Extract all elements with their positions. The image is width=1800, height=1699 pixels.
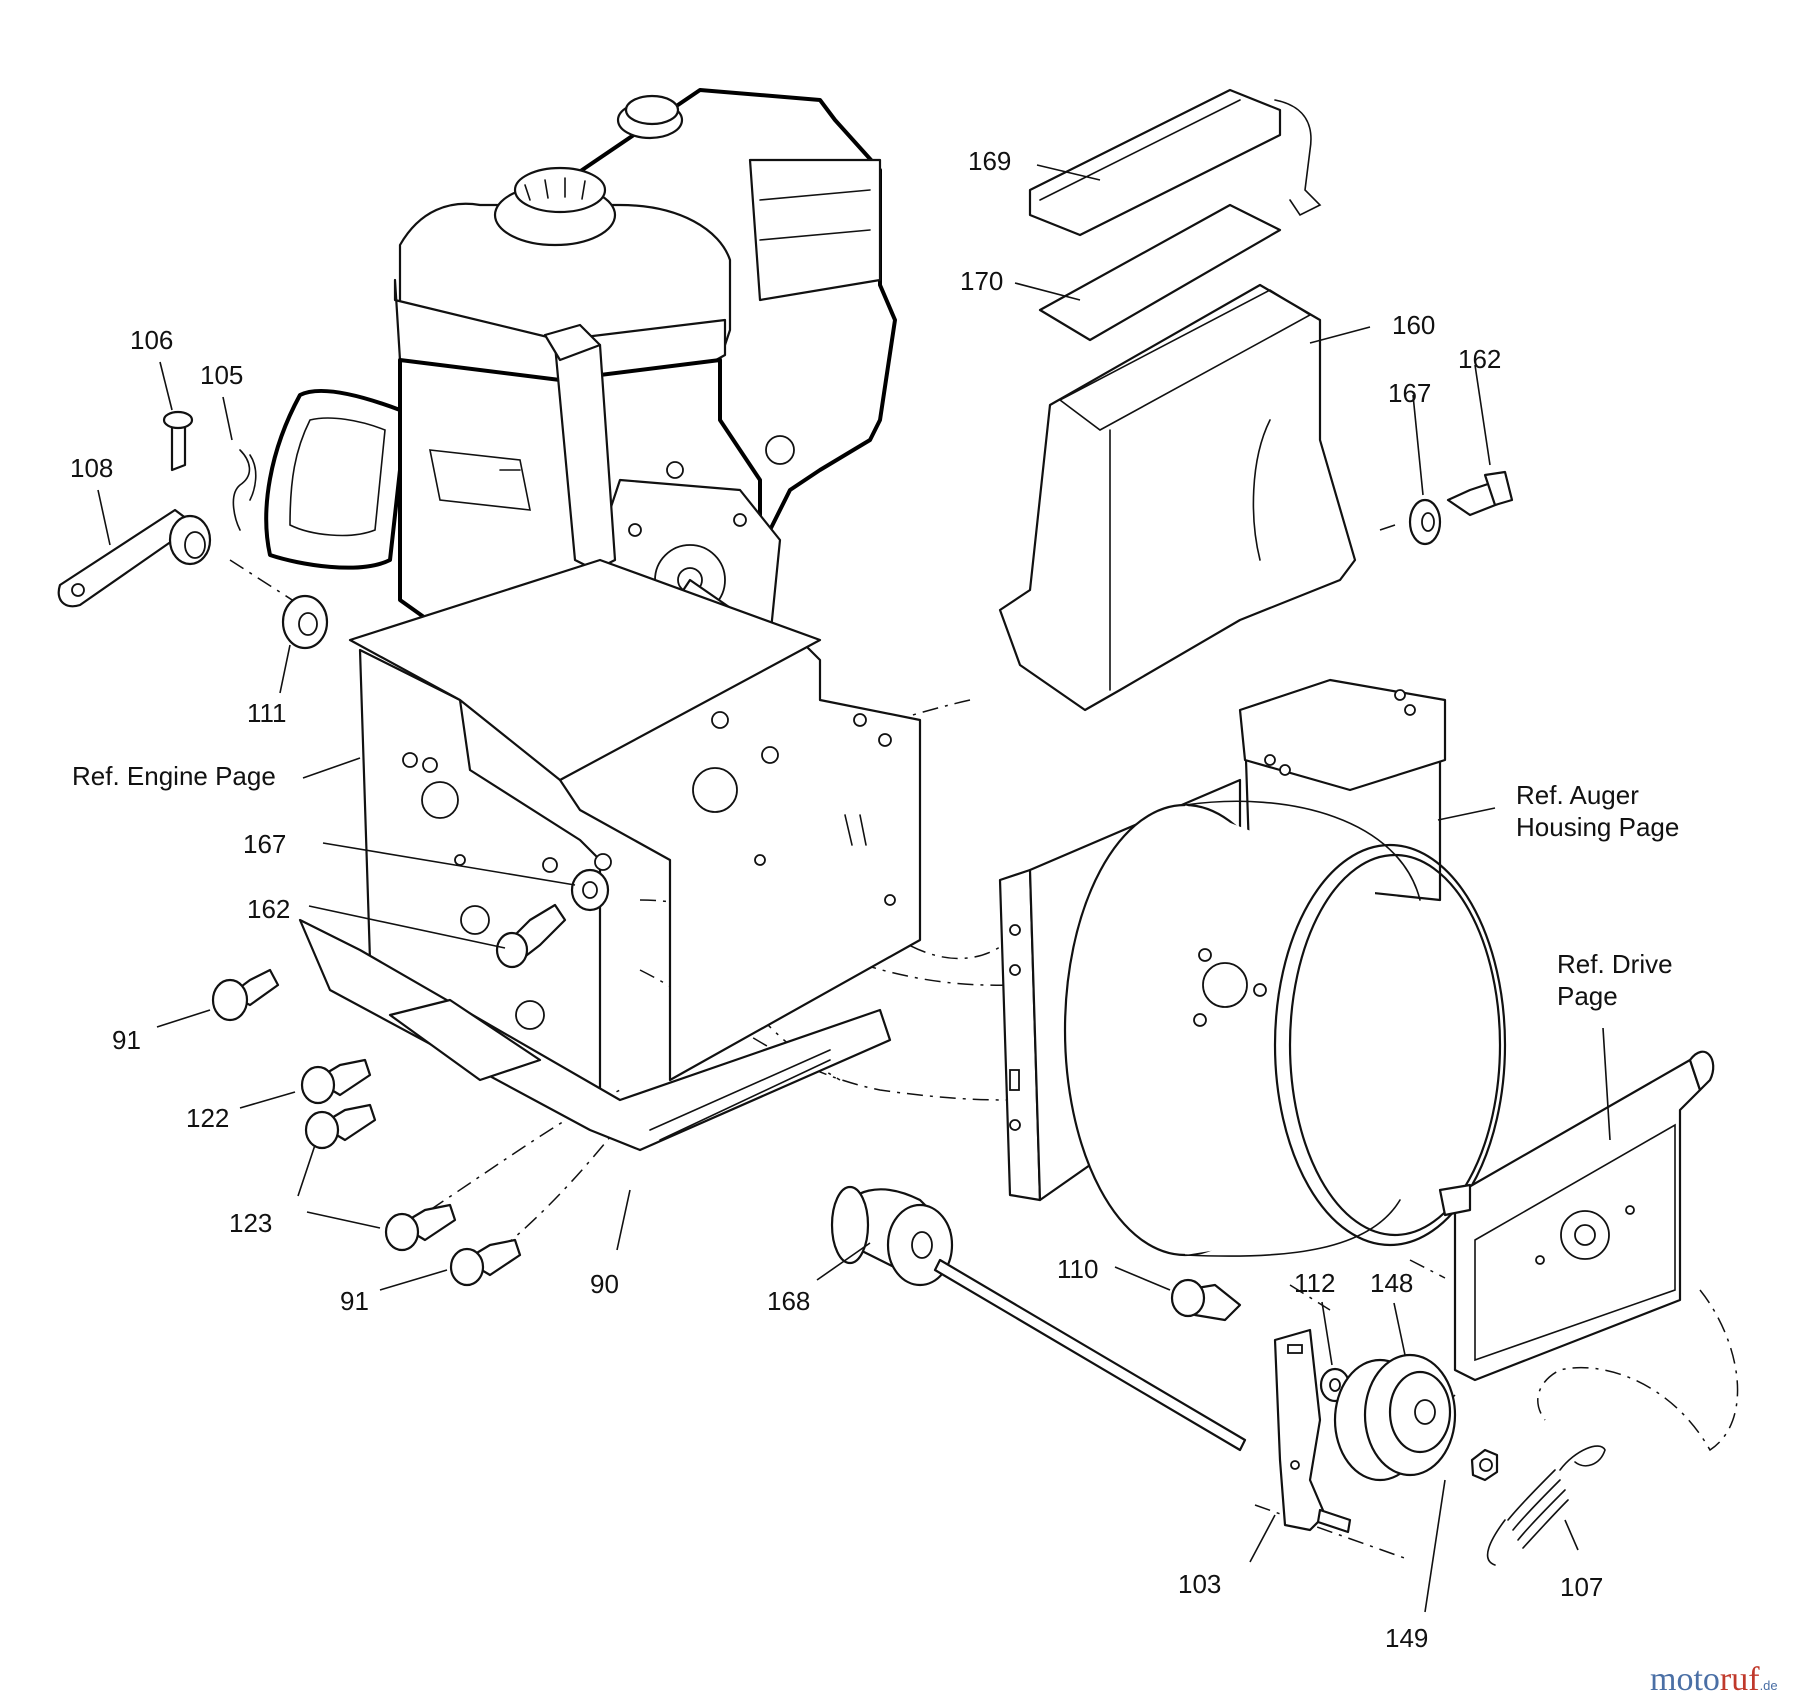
label-122: 122 <box>186 1103 229 1133</box>
air-intake-box <box>998 88 1357 712</box>
label-90: 90 <box>590 1269 619 1299</box>
leader-lines <box>97 164 1611 1613</box>
label-91-bottom: 91 <box>340 1286 369 1316</box>
hardware-parts <box>57 410 1606 1566</box>
label-112: 112 <box>1294 1268 1335 1298</box>
auger-housing <box>998 678 1507 1257</box>
label-105: 105 <box>200 360 243 390</box>
ref-auger-line1: Ref. Auger <box>1516 780 1639 810</box>
label-103: 103 <box>1178 1569 1221 1599</box>
label-108: 108 <box>70 453 113 483</box>
label-149: 149 <box>1385 1623 1428 1653</box>
label-162-top: 162 <box>1458 344 1501 374</box>
reference-labels: Ref. Engine Page Ref. Auger Housing Page… <box>72 761 1679 1011</box>
chassis-frame <box>298 558 922 1152</box>
label-91-left: 91 <box>112 1025 141 1055</box>
ref-drive-line1: Ref. Drive <box>1557 949 1673 979</box>
watermark-logo: motoruf.de <box>1650 1661 1778 1698</box>
ref-engine-page: Ref. Engine Page <box>72 761 276 791</box>
label-148: 148 <box>1370 1268 1413 1298</box>
label-162-center: 162 <box>247 894 290 924</box>
label-110: 110 <box>1057 1254 1098 1284</box>
label-123: 123 <box>229 1208 272 1238</box>
label-167-center: 167 <box>243 829 286 859</box>
label-106: 106 <box>130 325 173 355</box>
label-167-top: 167 <box>1388 378 1431 408</box>
label-107: 107 <box>1560 1572 1603 1602</box>
watermark: motoruf.de <box>1650 1661 1778 1698</box>
label-111: 111 <box>247 698 287 728</box>
label-169: 169 <box>968 146 1011 176</box>
drive-bracket <box>1438 1050 1715 1382</box>
ref-drive-line2: Page <box>1557 981 1618 1011</box>
label-168: 168 <box>767 1286 810 1316</box>
label-170: 170 <box>960 266 1003 296</box>
ref-auger-line2: Housing Page <box>1516 812 1679 842</box>
part-labels: 106 105 108 111 169 170 160 162 167 167 … <box>70 146 1603 1653</box>
label-160: 160 <box>1392 310 1435 340</box>
